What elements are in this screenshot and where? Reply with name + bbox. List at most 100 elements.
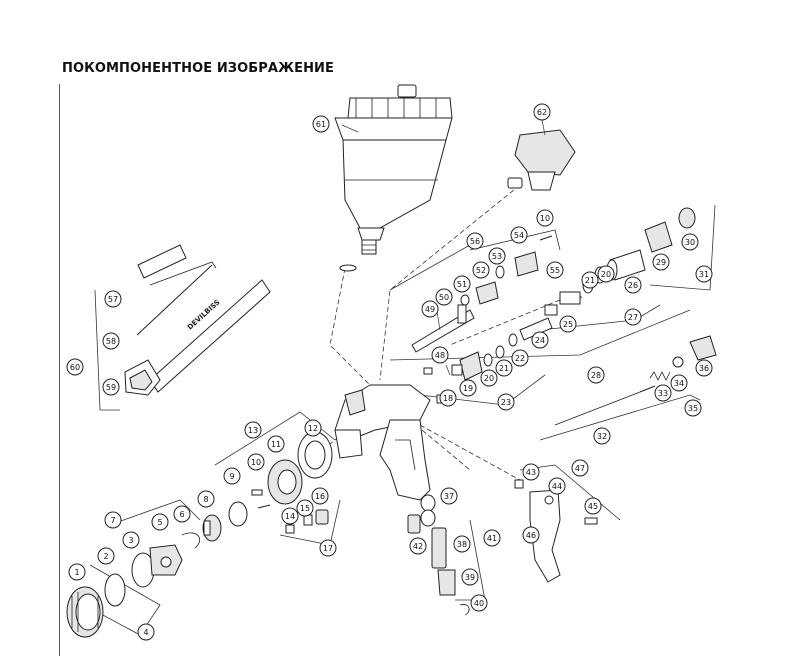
callout-14-label: 14 xyxy=(285,512,295,521)
spring-33 xyxy=(649,371,671,381)
callout-6-circle xyxy=(173,505,191,523)
callout-5: 5 xyxy=(151,513,169,531)
callout-16: 16 xyxy=(311,487,329,505)
callout-23-label: 23 xyxy=(501,398,511,407)
callout-47: 47 xyxy=(571,459,589,477)
callout-51: 51 xyxy=(453,275,471,293)
callout-48: 48 xyxy=(431,346,449,364)
callout-29-label: 29 xyxy=(656,258,666,267)
callout-57-circle xyxy=(104,290,122,308)
page-title: ПОКОМПОНЕНТНОЕ ИЗОБРАЖЕНИЕ xyxy=(62,61,335,76)
service-tools xyxy=(124,244,271,396)
callout-57-label: 57 xyxy=(108,295,118,304)
callout-8-label: 8 xyxy=(203,495,208,504)
callout-36-circle xyxy=(695,359,713,377)
callout-51-label: 51 xyxy=(457,280,467,289)
callout-41-label: 41 xyxy=(487,534,497,543)
seal-9 xyxy=(228,501,248,527)
callout-39-label: 39 xyxy=(465,573,475,582)
callout-26-circle xyxy=(624,276,642,294)
callout-31-circle xyxy=(695,265,713,283)
callout-43: 43 xyxy=(522,463,540,481)
callout-30: 30 xyxy=(681,233,699,251)
callout-5-circle xyxy=(151,513,169,531)
callout-41: 41 xyxy=(483,529,501,547)
callout-7: 7 xyxy=(104,511,122,529)
callout-4-label: 4 xyxy=(143,628,148,637)
callout-10b-circle xyxy=(536,209,554,227)
callout-32-circle xyxy=(593,427,611,445)
paint-cup xyxy=(334,84,453,272)
callout-12-label: 12 xyxy=(308,424,318,433)
callout-20b-label: 20 xyxy=(601,270,611,279)
callout-47-circle xyxy=(571,459,589,477)
callout-31: 31 xyxy=(695,265,713,283)
left-border-line xyxy=(59,84,60,656)
callout-35: 35 xyxy=(684,399,702,417)
callout-24-circle xyxy=(531,331,549,349)
seal-ring-2 xyxy=(104,573,126,607)
callout-59-label: 59 xyxy=(106,383,116,392)
callout-13: 13 xyxy=(244,421,262,439)
air-cap-ring xyxy=(66,586,104,638)
callout-61-circle xyxy=(312,115,330,133)
callout-8-circle xyxy=(197,490,215,508)
needle-seal-24 xyxy=(519,304,558,341)
fluid-nozzle xyxy=(202,514,222,542)
callout-46-label: 46 xyxy=(526,531,536,540)
callout-5-label: 5 xyxy=(157,518,162,527)
callout-33-circle xyxy=(654,384,672,402)
callout-37-circle xyxy=(440,487,458,505)
callout-9-label: 9 xyxy=(229,472,234,481)
callout-3: 3 xyxy=(122,531,140,549)
callout-4: 4 xyxy=(137,623,155,641)
valve-16 xyxy=(315,509,329,525)
callout-3-label: 3 xyxy=(128,536,133,545)
callout-52-circle xyxy=(472,261,490,279)
callout-15-label: 15 xyxy=(300,504,310,513)
callout-42-label: 42 xyxy=(413,542,423,551)
callout-36: 36 xyxy=(695,359,713,377)
ring-20 xyxy=(483,353,493,367)
callout-17-label: 17 xyxy=(323,544,333,553)
screw-14 xyxy=(285,524,295,534)
callout-45-label: 45 xyxy=(588,502,598,511)
callout-60: 60 xyxy=(66,358,84,376)
callout-20b: 20 xyxy=(597,265,615,283)
callout-54-circle xyxy=(510,226,528,244)
spring-clip-6 xyxy=(181,532,200,549)
callout-48-label: 48 xyxy=(435,351,445,360)
callout-10-circle xyxy=(247,453,265,471)
callout-59-circle xyxy=(102,378,120,396)
callout-34-label: 34 xyxy=(674,379,684,388)
callout-57: 57 xyxy=(104,290,122,308)
callout-39: 39 xyxy=(461,568,479,586)
callout-20-label: 20 xyxy=(484,374,494,383)
callout-28: 28 xyxy=(587,366,605,384)
callout-18: 18 xyxy=(439,389,457,407)
callout-35-circle xyxy=(684,399,702,417)
callout-43-label: 43 xyxy=(526,468,536,477)
callout-21-circle xyxy=(495,359,513,377)
callout-18-circle xyxy=(439,389,457,407)
callout-27-circle xyxy=(624,308,642,326)
callout-60-circle xyxy=(66,358,84,376)
callout-62-circle xyxy=(533,103,551,121)
callout-30-label: 30 xyxy=(685,238,695,247)
callout-36-label: 36 xyxy=(699,364,709,373)
callout-11: 11 xyxy=(267,435,285,453)
callout-6-label: 6 xyxy=(179,510,184,519)
knob-30 xyxy=(678,207,696,229)
callout-58: 58 xyxy=(102,332,120,350)
callout-12: 12 xyxy=(304,419,322,437)
callout-62-label: 62 xyxy=(537,108,547,117)
callout-1-circle xyxy=(68,563,86,581)
callout-23: 23 xyxy=(497,393,515,411)
callout-60-label: 60 xyxy=(70,363,80,372)
knob-36 xyxy=(689,335,717,361)
callout-50-circle xyxy=(435,288,453,306)
callout-26-label: 26 xyxy=(628,281,638,290)
callout-33-label: 33 xyxy=(658,389,668,398)
callout-34: 34 xyxy=(670,374,688,392)
callout-54-label: 54 xyxy=(514,231,524,240)
